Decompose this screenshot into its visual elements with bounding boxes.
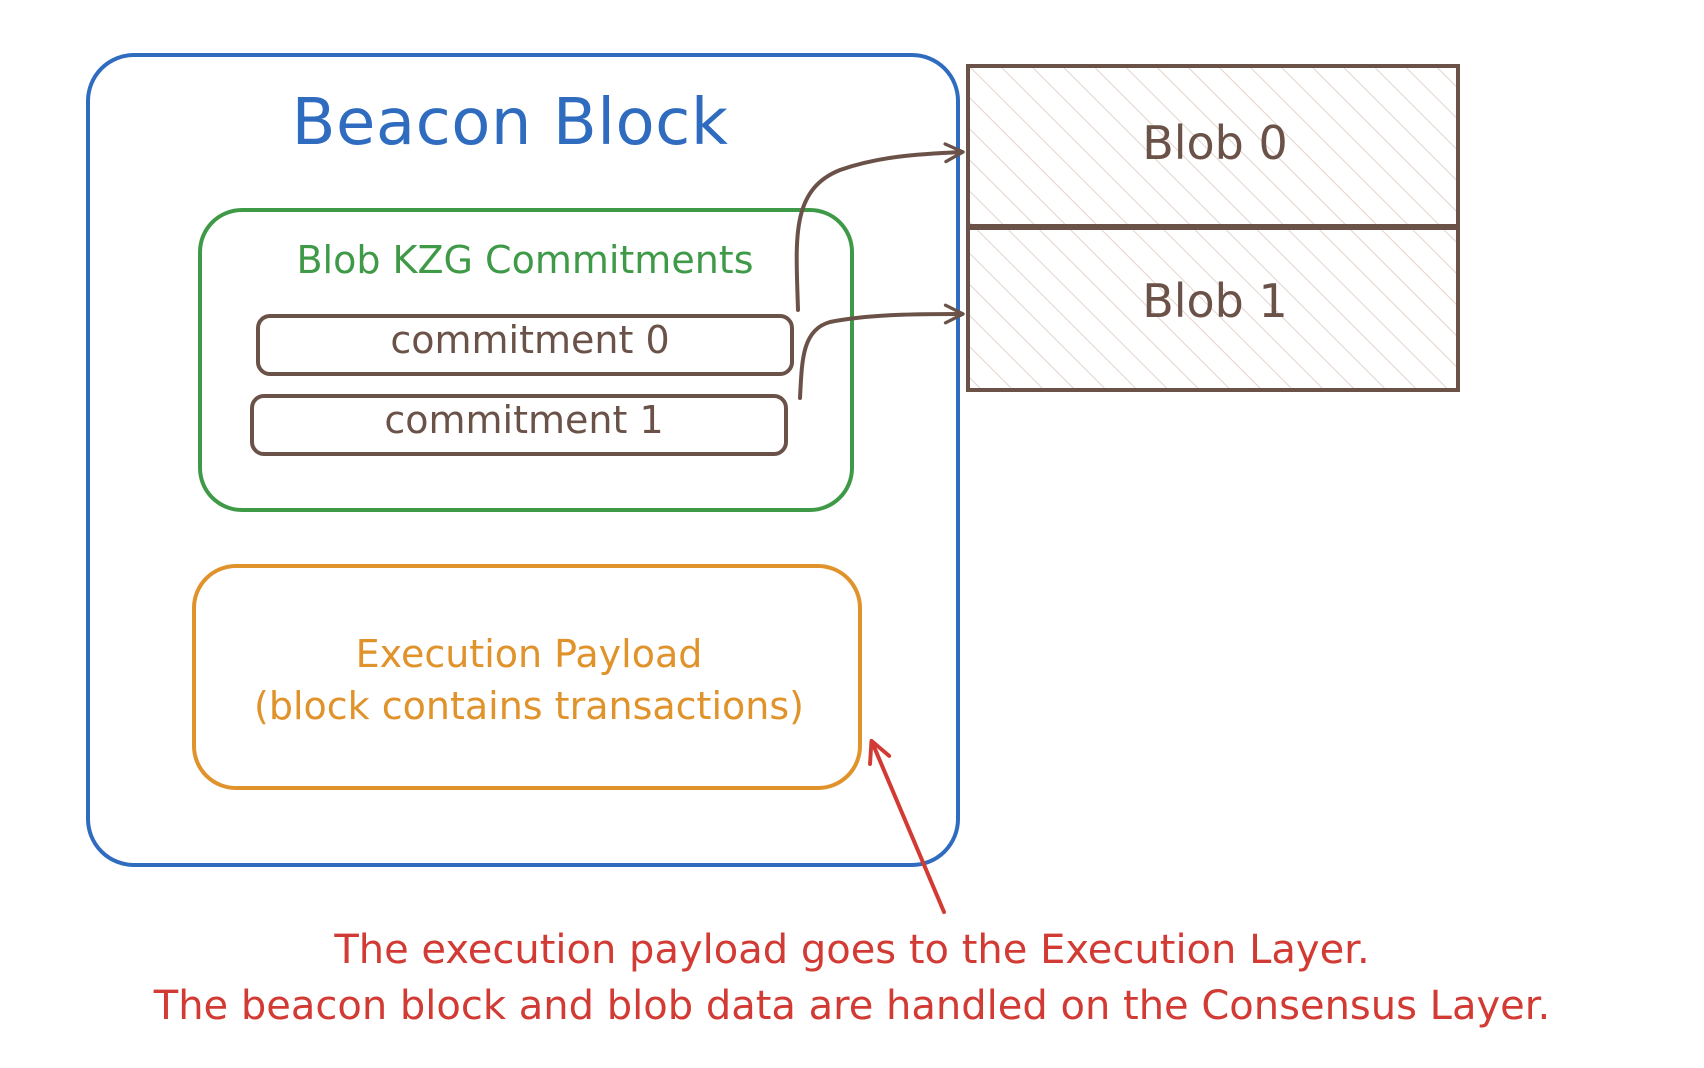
execution-payload-title: Execution Payload: [355, 632, 703, 676]
arrow-commitment1-to-blob1: [798, 303, 965, 400]
blob-1-box: [966, 226, 1460, 392]
blob-0-label: Blob 0: [1142, 116, 1288, 170]
blob-1-label: Blob 1: [1142, 274, 1288, 328]
annotation-note: The execution payload goes to the Execut…: [60, 922, 1644, 1034]
annotation-line-1: The execution payload goes to the Execut…: [334, 927, 1370, 973]
arrow-note-to-execution: [868, 738, 946, 914]
execution-payload-subtitle: (block contains transactions): [254, 684, 804, 728]
commitment-1-box: [250, 394, 788, 456]
commitment-0-box: [256, 314, 794, 376]
blob-0-box: [966, 64, 1460, 228]
kzg-commitments-title: Blob KZG Commitments: [296, 238, 754, 282]
execution-payload-box: [192, 564, 862, 790]
annotation-line-2: The beacon block and blob data are handl…: [153, 983, 1551, 1029]
kzg-commitments-box: [198, 208, 854, 512]
commitment-1-label: commitment 1: [384, 398, 664, 442]
commitment-0-label: commitment 0: [390, 318, 670, 362]
arrow-commitment0-to-blob0: [794, 142, 965, 312]
beacon-block-title: Beacon Block: [291, 86, 729, 160]
execution-payload-label: Execution Payload (block contains transa…: [196, 628, 862, 732]
beacon-block-box: [86, 53, 960, 867]
